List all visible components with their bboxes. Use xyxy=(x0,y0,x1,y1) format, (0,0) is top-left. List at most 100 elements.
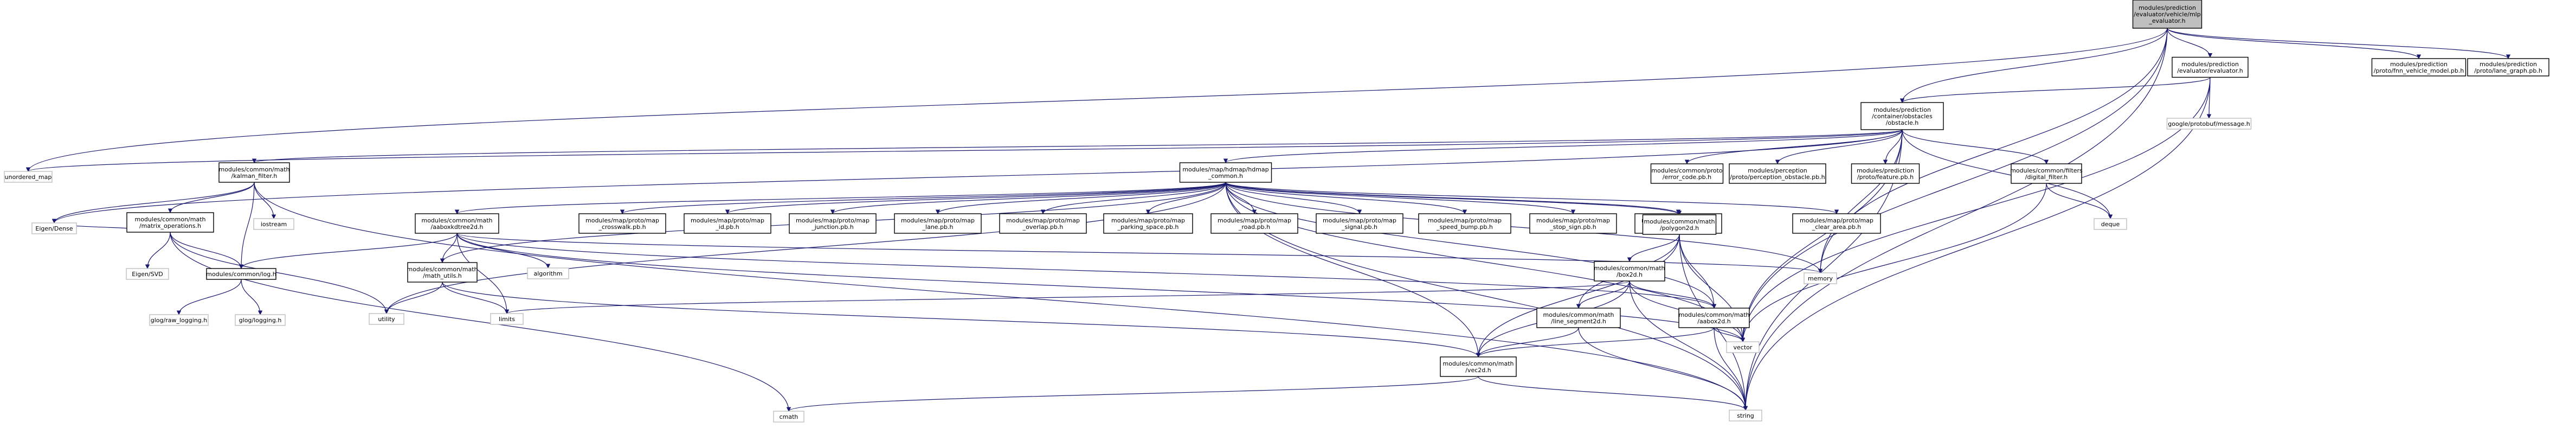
edge-root-to-evaluator xyxy=(2167,28,2213,58)
node-cmath: cmath xyxy=(773,411,804,423)
node-lane-graph-pb[interactable]: modules/prediction/proto/lane_graph.pb.h xyxy=(2467,58,2549,76)
node-evaluator[interactable]: modules/prediction/evaluator/evaluator.h xyxy=(2172,56,2249,78)
edge-matrix_operations-to-log xyxy=(170,232,244,269)
node-vector: vector xyxy=(1726,341,1760,353)
node-fnn-vehicle-model-pb-label-1: /proto/fnn_vehicle_model.pb.h xyxy=(2374,67,2464,74)
node-speed-bump-pb-label-1: _speed_bump.pb.h xyxy=(1436,223,1493,231)
node-root-label-0: modules/prediction xyxy=(2139,4,2196,11)
node-crosswalk-pb-label-1: _crosswalk.pb.h xyxy=(598,223,646,231)
node-vec2d[interactable]: modules/common/math/vec2d.h xyxy=(1440,356,1517,377)
node-speed-bump-pb[interactable]: modules/map/proto/map_speed_bump.pb.h xyxy=(1418,213,1511,234)
dependency-nodes: modules/prediction/evaluator/vehicle/mlp… xyxy=(4,0,2549,423)
node-aaboxkdtree2d-label-1: /aaboxkdtree2d.h xyxy=(430,223,483,231)
node-clear-area-pb[interactable]: modules/map/proto/map_clear_area.pb.h xyxy=(1792,213,1881,234)
node-id-pb-label-1: _id.pb.h xyxy=(715,223,739,231)
node-hdmap-common[interactable]: modules/map/hdmap/hdmap_common.h xyxy=(1179,162,1272,183)
edge-aaboxkdtree2d-to-vector xyxy=(456,233,1746,342)
node-feature-pb[interactable]: modules/prediction/proto/feature.pb.h xyxy=(1851,163,1920,184)
node-stop-sign-pb-label-1: _stop_sign.pb.h xyxy=(1549,223,1596,231)
node-stop-sign-pb[interactable]: modules/map/proto/map_stop_sign.pb.h xyxy=(1529,213,1617,234)
node-road-pb-label-0: modules/map/proto/map xyxy=(1218,217,1291,224)
node-glog: glog/logging.h xyxy=(235,314,286,326)
node-lane-graph-pb-label-0: modules/prediction xyxy=(2480,61,2537,68)
node-junction-pb[interactable]: modules/map/proto/map_junction.pb.h xyxy=(789,213,877,234)
node-overlap-pb[interactable]: modules/map/proto/map_overlap.pb.h xyxy=(999,213,1087,234)
dependency-edges xyxy=(26,28,2511,412)
node-memory: memory xyxy=(1804,272,1837,284)
edge-hdmap_common-to-aaboxkdtree2d xyxy=(455,182,1226,214)
node-aabox2d[interactable]: modules/common/math/aabox2d.h xyxy=(1678,308,1750,328)
node-overlap-pb-label-0: modules/map/proto/map xyxy=(1006,217,1080,224)
node-parking-space-pb[interactable]: modules/map/proto/map_parking_space.pb.h xyxy=(1103,213,1193,234)
node-math-utils-label-0: modules/common/math xyxy=(407,266,478,273)
node-eigen-dense-label-0: Eigen/Dense xyxy=(35,225,73,232)
edge-hdmap_common-to-id_pb xyxy=(725,182,1226,214)
edge-obstacles-to-vector xyxy=(1740,129,1903,342)
node-matrix-operations[interactable]: modules/common/math/matrix_operations.h xyxy=(126,212,214,233)
node-eigen-svd-label-0: Eigen/SVD xyxy=(132,271,163,278)
node-junction-pb-label-1: _junction.pb.h xyxy=(811,223,854,231)
node-digital-filter-label-0: modules/common/filters xyxy=(2010,167,2083,174)
node-perception-obstacle-pb[interactable]: modules/perception/proto/perception_obst… xyxy=(1729,163,1826,184)
edge-root-to-fnn_vehicle_model_pb xyxy=(2167,28,2422,59)
node-error-code-pb-label-0: modules/common/proto xyxy=(1651,167,1723,174)
node-kalman-filter[interactable]: modules/common/math/kalman_filter.h xyxy=(218,162,290,183)
edge-hdmap_common-to-clear_area_pb xyxy=(1225,182,1839,214)
node-root-label-2: _evaluator.h xyxy=(2148,17,2185,24)
node-road-pb-label-1: _road.pb.h xyxy=(1238,223,1270,231)
edge-hdmap_common-to-polygon2d xyxy=(1225,182,1682,215)
node-memory-label-0: memory xyxy=(1808,275,1833,282)
node-id-pb[interactable]: modules/map/proto/map_id.pb.h xyxy=(684,213,771,234)
node-error-code-pb-label-1: /error_code.pb.h xyxy=(1663,174,1711,181)
edge-aaboxkdtree2d-to-algorithm xyxy=(456,233,551,269)
edge-hdmap_common-to-crosswalk_pb xyxy=(620,182,1226,214)
node-obstacles-label-2: /obstacle.h xyxy=(1886,119,1919,126)
node-root[interactable]: modules/prediction/evaluator/vehicle/mlp… xyxy=(2132,0,2203,29)
node-eigen-svd: Eigen/SVD xyxy=(126,268,169,280)
node-log[interactable]: modules/common/log.h xyxy=(206,268,276,280)
node-eigen-dense: Eigen/Dense xyxy=(31,222,77,234)
node-fnn-vehicle-model-pb-label-0: modules/prediction xyxy=(2390,61,2448,68)
node-lane-graph-pb-label-1: /proto/lane_graph.pb.h xyxy=(2474,67,2542,74)
node-aaboxkdtree2d[interactable]: modules/common/math/aaboxkdtree2d.h xyxy=(415,213,499,234)
edge-evaluator-to-vector xyxy=(1740,77,2211,342)
edge-kalman_filter-to-matrix_operations xyxy=(168,182,255,213)
edge-box2d-to-aabox2d xyxy=(1629,280,1717,309)
node-obstacles[interactable]: modules/prediction/container/obstacles/o… xyxy=(1860,102,1944,130)
node-crosswalk-pb[interactable]: modules/map/proto/map_crosswalk.pb.h xyxy=(578,213,666,234)
edge-line_segment2d-to-string xyxy=(1578,327,1748,411)
node-limits-label-0: limits xyxy=(499,316,515,323)
node-evaluator-label-0: modules/prediction xyxy=(2181,61,2239,68)
node-feature-pb-label-0: modules/prediction xyxy=(1857,167,1914,174)
node-fnn-vehicle-model-pb[interactable]: modules/prediction/proto/fnn_vehicle_mod… xyxy=(2371,58,2466,76)
edge-obstacles-to-eigen_dense xyxy=(52,129,1903,223)
node-string: string xyxy=(1729,410,1762,421)
edge-polygon2d-to-vec2d xyxy=(1476,234,1680,357)
node-deque-label-0: deque xyxy=(2101,221,2120,228)
edge-hdmap_common-to-aabox2d xyxy=(1225,182,1717,309)
edge-vec2d-to-string xyxy=(1478,376,1748,411)
node-box2d-label-0: modules/common/math xyxy=(1594,265,1665,272)
edge-evaluator-to-obstacles xyxy=(1899,76,2211,103)
edge-math_utils-to-vec2d xyxy=(442,282,1480,357)
node-error-code-pb[interactable]: modules/common/proto/error_code.pb.h xyxy=(1650,163,1724,184)
node-signal-pb[interactable]: modules/map/proto/map_signal.pb.h xyxy=(1316,213,1403,234)
edge-obstacles-to-memory xyxy=(1818,129,1903,273)
node-polygon2d[interactable]: modules/common/math/polygon2d.h xyxy=(1642,214,1717,235)
node-math-utils[interactable]: modules/common/math/math_utils.h xyxy=(407,262,478,283)
edge-digital_filter-to-vector xyxy=(1740,183,2047,342)
node-box2d[interactable]: modules/common/math/box2d.h xyxy=(1594,261,1665,282)
node-digital-filter-label-1: /digital_filter.h xyxy=(2025,174,2068,181)
node-road-pb[interactable]: modules/map/proto/map_road.pb.h xyxy=(1210,213,1298,234)
edge-hdmap_common-to-lane_pb xyxy=(935,182,1226,214)
edge-root-to-unordered_map xyxy=(26,28,2168,172)
node-line-segment2d-label-0: modules/common/math xyxy=(1543,311,1614,318)
node-lane-pb[interactable]: modules/map/proto/map_lane.pb.h xyxy=(894,213,982,234)
node-kalman-filter-label-1: /kalman_filter.h xyxy=(231,173,278,180)
node-line-segment2d[interactable]: modules/common/math/line_segment2d.h xyxy=(1536,308,1621,328)
node-digital-filter[interactable]: modules/common/filters/digital_filter.h xyxy=(2010,163,2083,184)
node-vec2d-label-0: modules/common/math xyxy=(1442,360,1514,367)
node-polygon2d-label-1: /polygon2d.h xyxy=(1660,225,1699,232)
edge-math_utils-to-utility xyxy=(384,282,443,314)
node-evaluator-label-1: /evaluator/evaluator.h xyxy=(2177,67,2243,74)
